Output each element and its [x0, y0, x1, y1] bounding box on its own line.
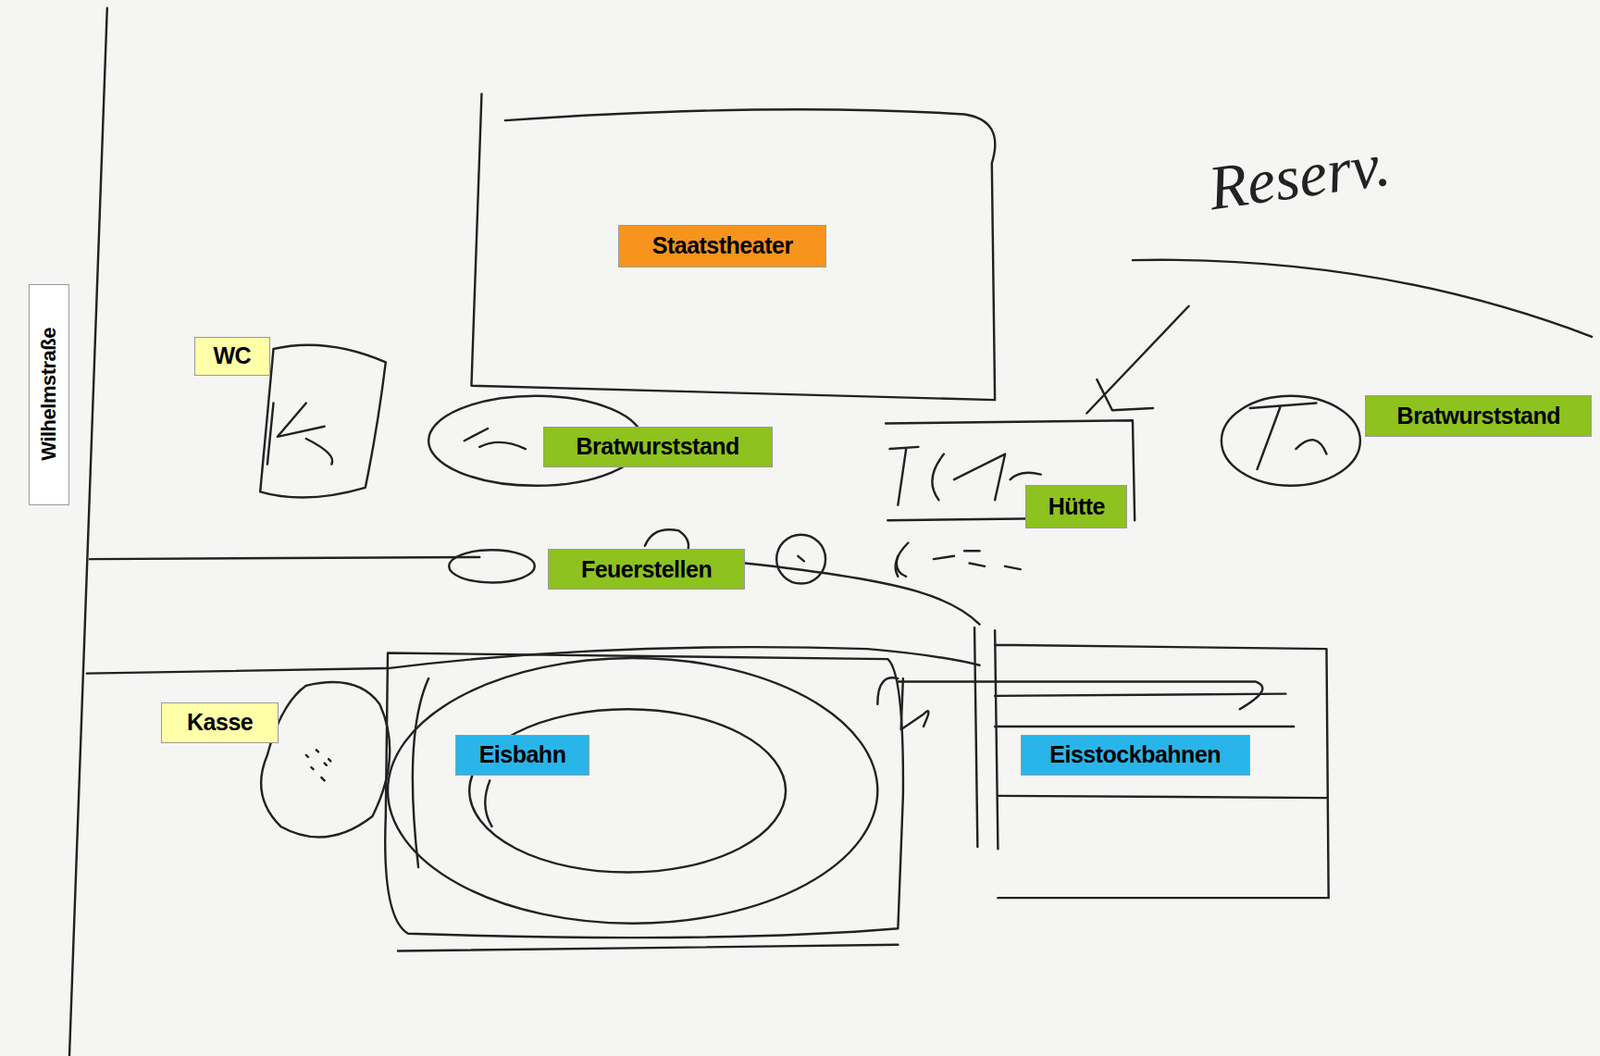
hut-outline — [885, 420, 1135, 521]
lane-outline — [974, 627, 1329, 898]
tag-text: Bratwurststand — [1397, 402, 1561, 430]
street-line — [69, 8, 108, 1056]
tag-text: Staatstheater — [652, 232, 794, 260]
tag-text: Kasse — [186, 708, 253, 736]
tag-text: WC — [213, 342, 252, 370]
kasse-outline — [260, 682, 390, 837]
tag-text: Wilhelmstraße — [37, 327, 62, 461]
handwriting-scribble — [1250, 402, 1328, 470]
building-tag: Staatstheater — [618, 224, 827, 268]
handwriting-scribble — [464, 428, 526, 449]
facility-tag: Kasse — [161, 702, 279, 744]
rink-lap — [469, 708, 786, 872]
tag-text: Feuerstellen — [581, 556, 712, 583]
facility-tag: WC — [194, 336, 272, 376]
street-tag: Wilhelmstraße — [28, 284, 70, 506]
fire-pit-tag: Feuerstellen — [547, 548, 745, 590]
rink-outline — [384, 653, 904, 939]
tag-text: Bratwurststand — [575, 433, 739, 460]
bottom-line — [397, 944, 898, 952]
lane-tag: Eisstockbahnen — [1020, 734, 1251, 776]
fire-pit — [797, 542, 908, 576]
tag-text: Eisbahn — [479, 741, 567, 769]
tag-text: Hütte — [1048, 493, 1105, 521]
reserve-underline — [1132, 260, 1592, 337]
hut-tag: Hütte — [1025, 484, 1128, 529]
rink-lap — [387, 657, 878, 924]
handwriting-scribble — [267, 402, 333, 464]
rink-tag: Eisbahn — [455, 734, 591, 776]
lane-arrow — [897, 678, 1263, 730]
tag-text: Eisstockbahnen — [1049, 741, 1221, 769]
theater-outline — [471, 93, 995, 400]
rink-stroke — [412, 677, 898, 868]
handwriting-scribble — [890, 446, 1042, 506]
hut-dashes — [896, 550, 1021, 577]
wc-outline — [260, 345, 386, 498]
crowd-dots — [306, 749, 331, 781]
food-stand-tag: Bratwurststand — [1364, 395, 1592, 437]
fire-pit — [448, 549, 535, 583]
leader-arrow — [1086, 306, 1189, 414]
food-stand-tag: Bratwurststand — [543, 426, 773, 468]
handwritten-note: Reserv. — [1203, 127, 1395, 226]
stand-outline — [1221, 396, 1361, 486]
lane-line — [994, 694, 1327, 798]
